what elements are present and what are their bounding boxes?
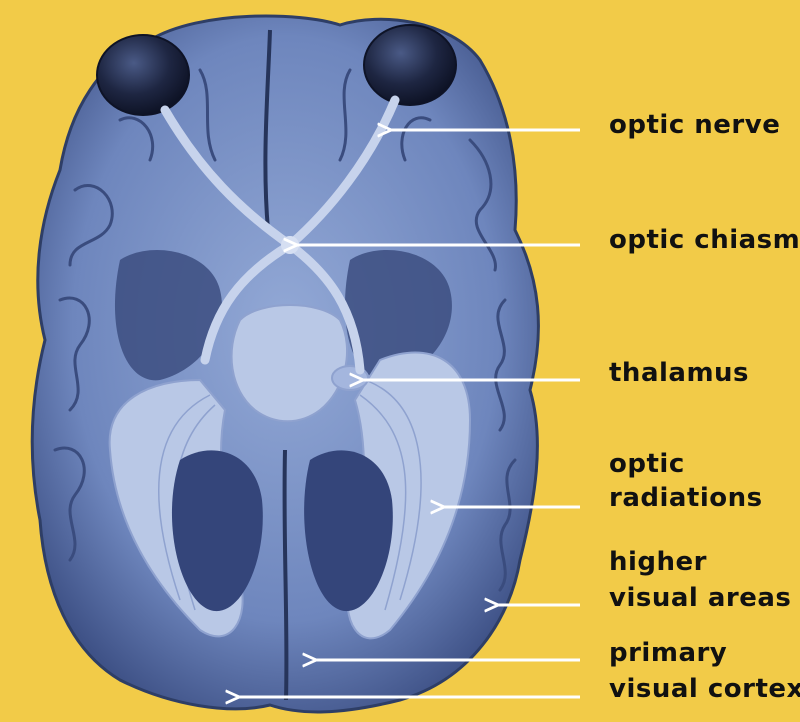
callout-arrows (238, 130, 580, 697)
label-higher-visual-areas-line1: higher (609, 547, 707, 577)
brainstem (230, 304, 348, 423)
right-temporal-cavity (344, 250, 452, 381)
label-optic-chiasm: optic chiasm (609, 225, 800, 255)
label-optic-radiations-line1: optic (609, 449, 685, 479)
label-optic-nerve: optic nerve (609, 110, 781, 140)
left-eyeball (96, 34, 190, 116)
right-eyeball (363, 24, 457, 106)
left-temporal-cavity (114, 250, 222, 381)
longitudinal-fissure (263, 29, 289, 701)
label-primary-visual-cortex-line2: visual cortex (609, 674, 800, 704)
label-thalamus: thalamus (609, 358, 750, 388)
label-optic-radiations-line2: radiations (609, 483, 763, 513)
label-primary-visual-cortex-line1: primary (609, 638, 728, 668)
optic-pathway (160, 95, 400, 375)
right-occipital-cavity (304, 450, 393, 612)
label-higher-visual-areas-line2: visual areas (609, 583, 792, 613)
left-occipital-cavity (171, 450, 263, 612)
cortex-folds (53, 68, 517, 592)
